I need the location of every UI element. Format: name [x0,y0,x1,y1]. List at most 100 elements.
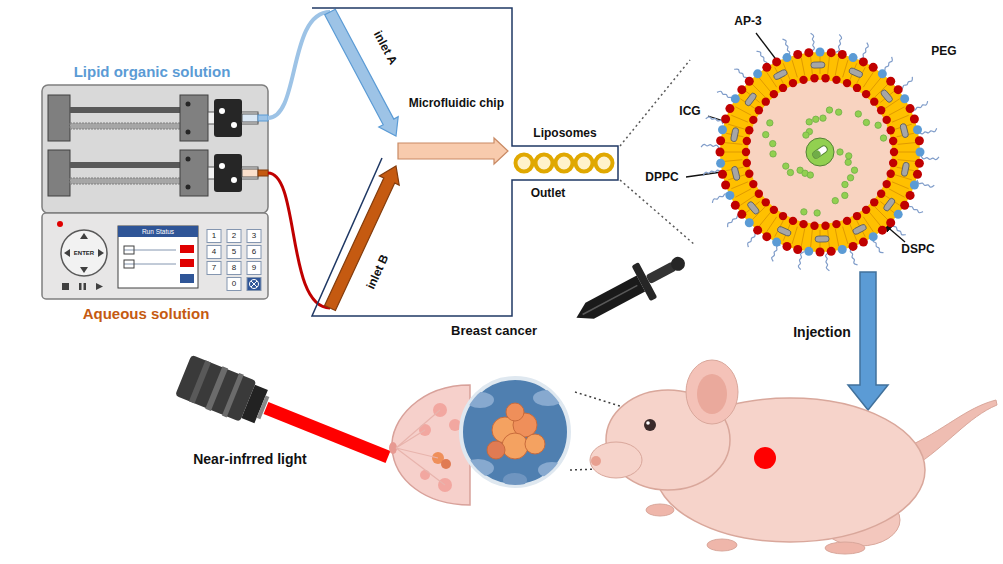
ap3-molecule [777,226,792,237]
lipid-head [731,201,740,210]
pump-controller [84,283,87,290]
pump-controller [118,226,198,237]
icg-dot [835,109,841,115]
lipid-tail [863,72,873,87]
lipid-tail [869,212,880,226]
lipid-head [762,198,770,206]
peg-chain [826,253,830,271]
syringe-row [70,178,182,184]
zoom-line [620,180,695,245]
icg-dot [806,119,812,125]
keypad [227,262,241,275]
lipid-tail [792,227,797,244]
component-label: PEG [931,45,956,58]
magnified-tumor [461,378,569,487]
lipid-head [877,106,885,114]
cancel-key [250,280,259,289]
step-label: Injection [793,325,851,340]
ap3-molecule [900,123,909,138]
aqueous-core [748,80,892,224]
lipid-head [870,198,878,206]
peg-chain [701,144,719,148]
keypad [207,230,221,243]
keypad [247,278,261,291]
lipid-head [779,84,787,92]
syringe-row [242,114,258,122]
lipid-head [810,74,818,82]
lipid-tail [731,182,748,189]
key-digit: 2 [232,232,236,241]
liposome-ring [576,155,593,172]
lipid-head [742,148,750,156]
lipid-head [721,114,730,123]
syringe-pump [42,85,268,213]
syringe-row [180,95,208,141]
lipid-head [900,94,909,103]
pump-controller [61,230,107,276]
screen-title: Run Status [142,228,174,235]
ap3-molecule [883,197,896,212]
component-label: ICG [679,105,700,118]
ap3-molecule [773,69,788,81]
lipid-tail [801,229,805,247]
syringe-row [242,169,258,177]
key-digit: 5 [232,248,236,257]
peg-chain [908,202,923,212]
magnified-tumor [503,473,527,487]
icg-dot [826,107,832,113]
lipid-head [843,79,851,87]
lipid-tail [898,160,916,162]
chip-label: inlet B [364,253,391,292]
solution-label: Aqueous solution [83,306,210,323]
lipid-head [906,104,915,113]
syringe-row [231,177,237,183]
liposome-ring [596,155,613,172]
peg-chain [921,156,939,160]
lipid-head [725,104,734,113]
lipid-tail [759,78,770,92]
pump-controller [62,283,69,290]
lipid-tail [735,189,751,197]
lipid-head [915,136,924,145]
key-digit: 0 [232,280,236,289]
peg-chain [859,43,868,59]
lipid-head [910,181,919,190]
laser-source [205,366,228,411]
icg-dot [783,163,789,169]
pump-controller [124,246,134,254]
lipid-head [770,206,778,214]
dagger-icon [669,254,688,273]
pump-controller [96,283,103,290]
keypad [207,230,261,291]
lipid-head [770,90,778,98]
key-digit: 9 [252,264,256,273]
lipid-tail [724,152,742,153]
drug-center [806,138,834,166]
aqueous-tube [268,173,330,308]
lipid-head [745,170,753,178]
liposome-closeup [701,33,939,270]
keypad [247,262,261,275]
lipid-head [762,63,771,72]
syringe-row [180,150,208,196]
lipid-head [821,74,829,82]
lipid-head [838,245,847,254]
icg-dot [846,153,852,159]
lipid-head [862,90,870,98]
lipid-head [804,48,813,57]
pump-controller [80,267,88,273]
lipid-tail [735,107,751,115]
lipid-head [859,57,868,66]
magnified-tumor [538,462,566,478]
pump-controller [79,283,82,290]
lipid-head [755,106,763,114]
pump-controller [180,274,194,283]
lipid-head [731,94,740,103]
component-label: DPPC [645,171,678,184]
chip-label: Microfluidic chip [409,97,504,110]
lipid-head [799,220,807,228]
lipid-head [762,232,771,241]
peg-chain [706,117,723,124]
peg-chain [772,245,781,261]
